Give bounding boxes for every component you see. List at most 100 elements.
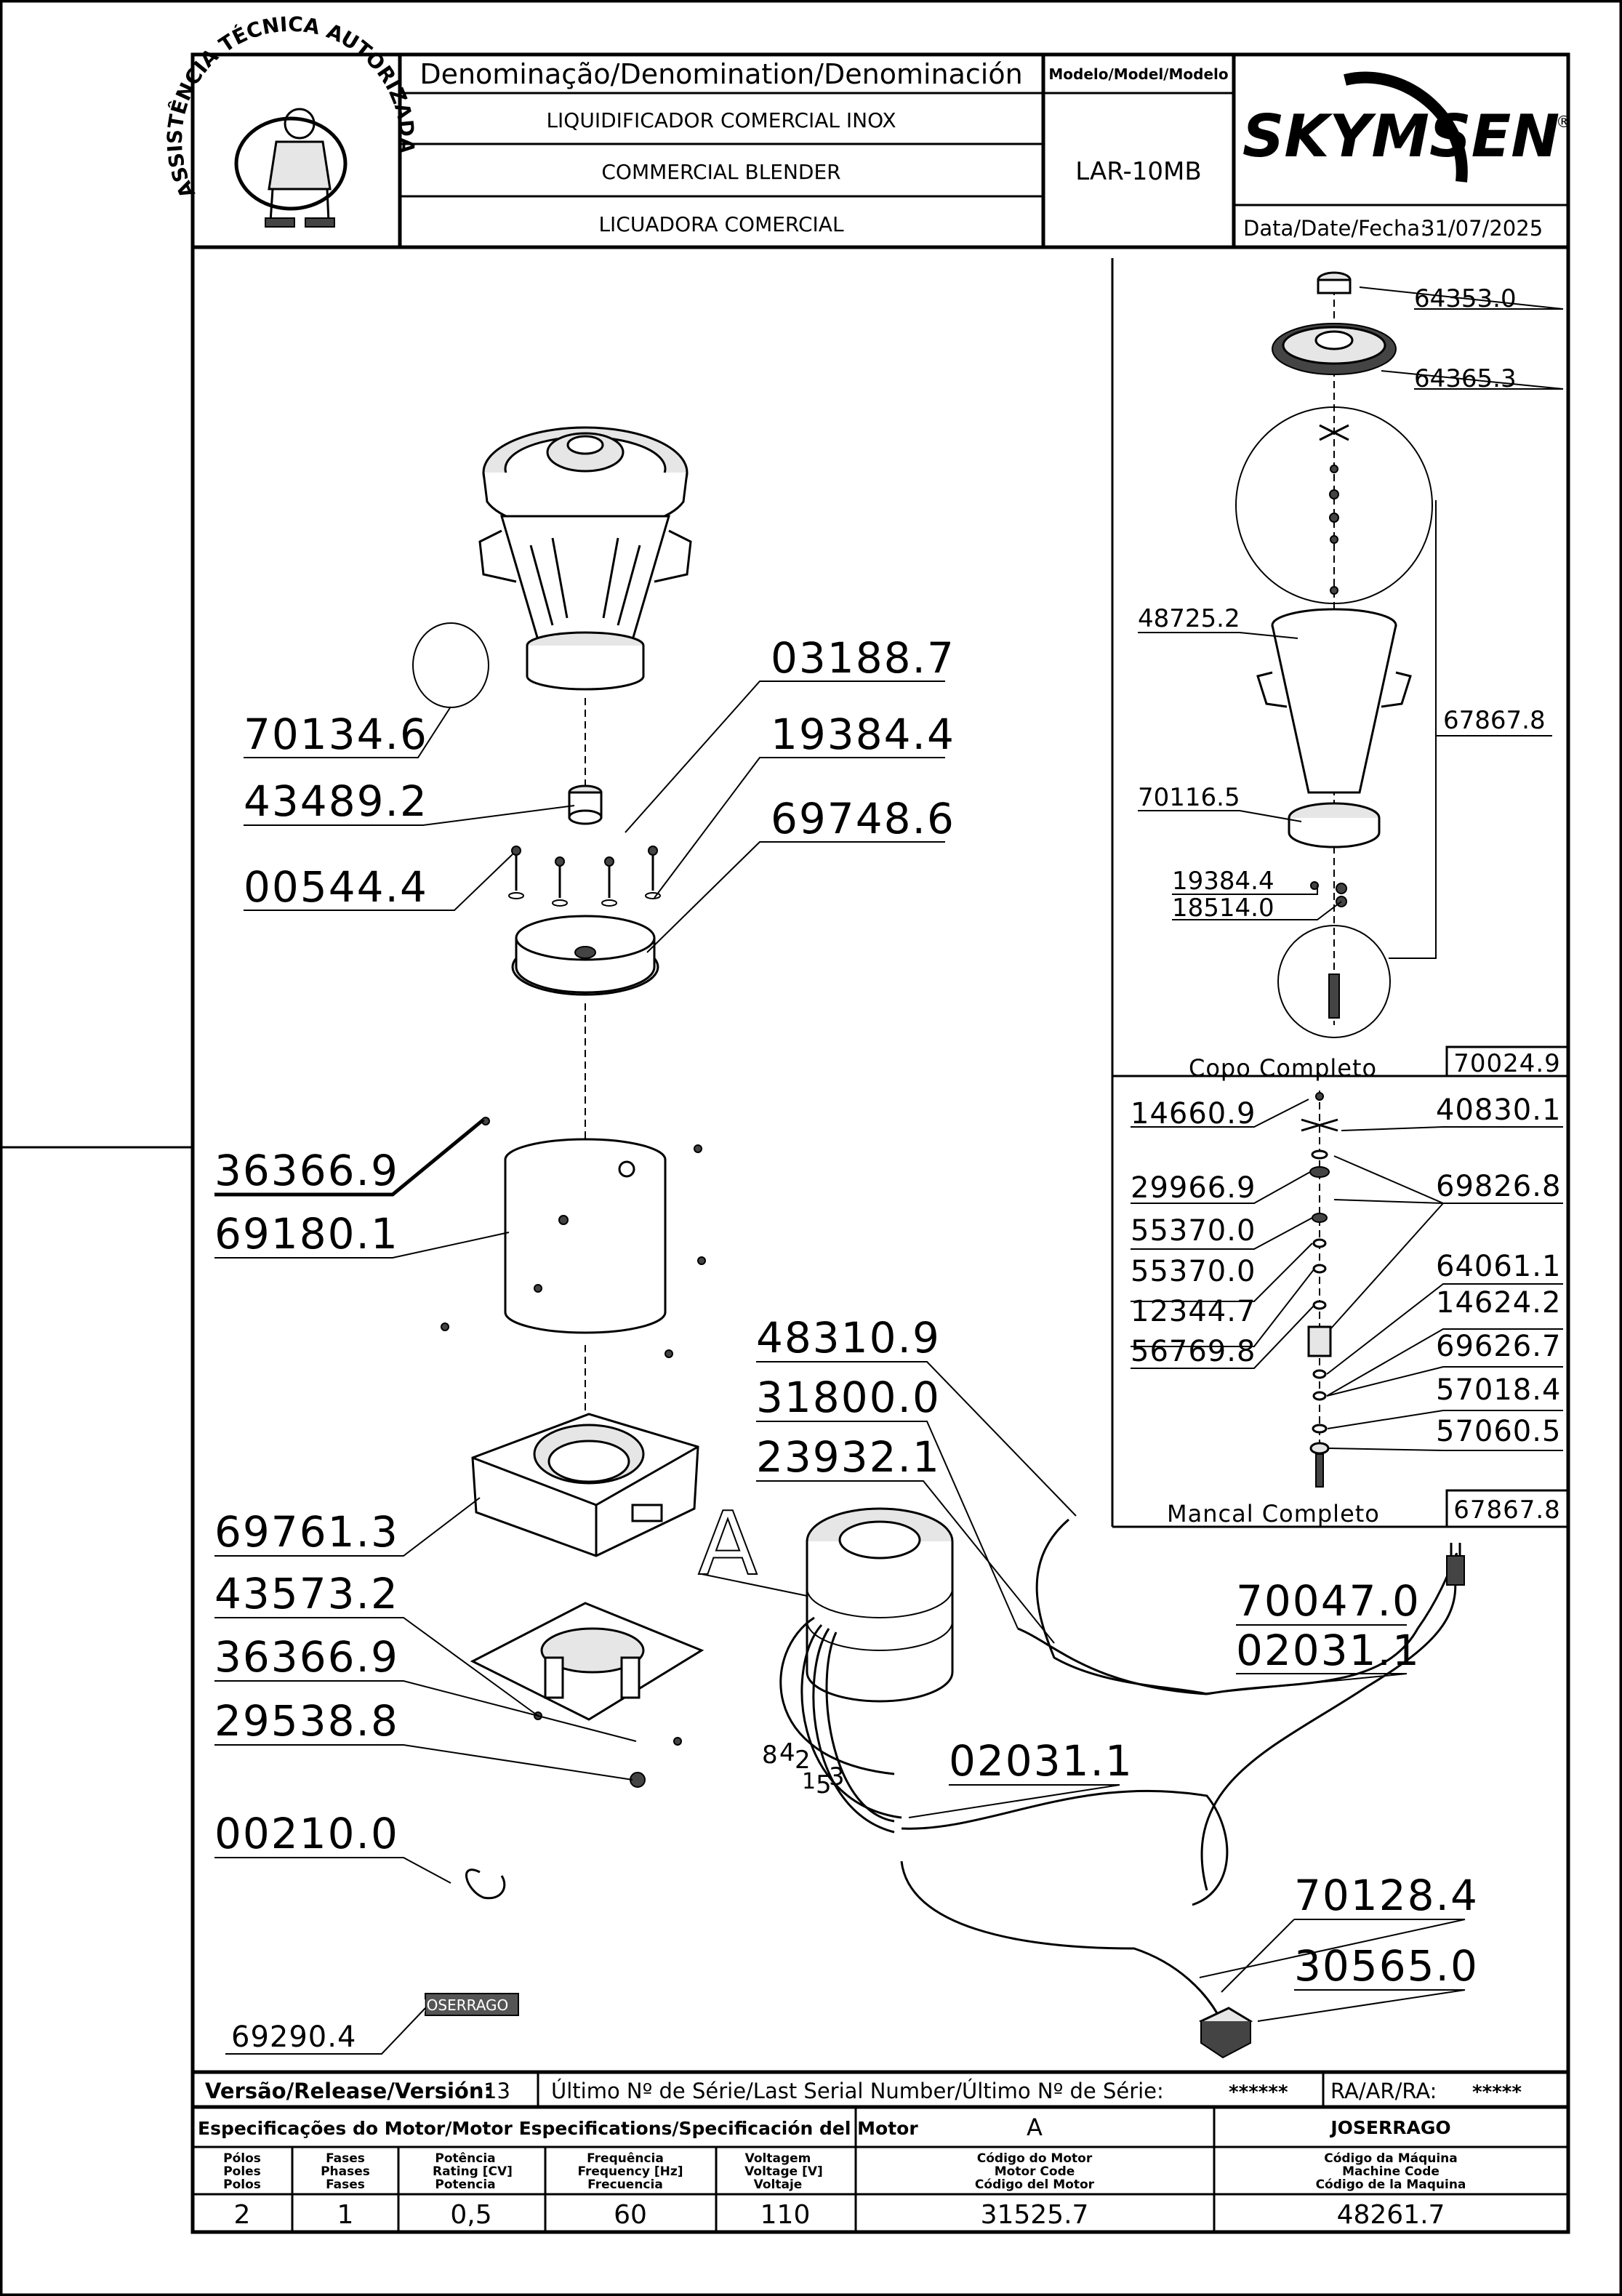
- bearing-complete-title: Mancal Completo: [1167, 1500, 1380, 1528]
- bearing-part-29966-9: 29966.9: [1131, 1171, 1256, 1205]
- col-machine-code-pt: Código da Máquina: [1324, 2151, 1458, 2166]
- registered-mark: ®: [1556, 113, 1572, 132]
- col-phases-pt: Fases: [326, 2151, 365, 2166]
- bearing-part-57060-5: 57060.5: [1436, 1415, 1561, 1448]
- bearing-part-69626-7: 69626.7: [1436, 1330, 1561, 1363]
- brand-name: SKYMSEN: [1242, 103, 1559, 170]
- col-power-es: Potencia: [435, 2177, 495, 2192]
- value-voltage: 110: [760, 2200, 811, 2230]
- bearing-part-64061-1: 64061.1: [1436, 1250, 1561, 1283]
- part-70128-4: 70128.4: [1294, 1871, 1479, 1920]
- model-label: Modelo/Model/Modelo: [1048, 65, 1228, 83]
- cup-part-64365-3: 64365.3: [1414, 364, 1517, 393]
- bearing-part-14660-9: 14660.9: [1131, 1097, 1256, 1131]
- bearing-part-55370-0-b: 55370.0: [1131, 1255, 1256, 1288]
- col-voltage-pt: Voltagem: [745, 2151, 811, 2166]
- bearing-part-14624-2: 14624.2: [1436, 1286, 1561, 1320]
- bearing-complete-panel: 14660.9 40830.1 29966.9 69826.8 55370.0 …: [1131, 1091, 1563, 1528]
- col-motor-code-en: Motor Code: [995, 2164, 1075, 2179]
- cup-part-19384-4: 19384.4: [1172, 867, 1274, 896]
- skymsen-logo: SKYMSEN ®: [1242, 71, 1572, 182]
- label-tag-text: JOSERRAGO: [421, 1996, 509, 2014]
- part-00544-4: 00544.4: [244, 862, 428, 912]
- drawing-frame: [190, 52, 1570, 2234]
- name-spanish: LICUADORA COMERCIAL: [598, 212, 843, 236]
- col-phases-en: Phases: [321, 2164, 370, 2179]
- part-69748-6: 69748.6: [771, 794, 955, 843]
- motor-spec-label: Especificações do Motor/Motor Especifica…: [198, 2118, 918, 2139]
- cup-part-70116-5: 70116.5: [1138, 783, 1240, 812]
- wire-number-8: 8: [762, 1741, 778, 1770]
- motor-base-drawing: [471, 1413, 699, 1557]
- part-69290-4: 69290.4: [231, 2020, 356, 2054]
- title-block-header: ASSISTÊNCIA TÉCNICA AUTORIZADA Denominaç…: [163, 12, 1572, 249]
- part-19384-4: 19384.4: [771, 710, 955, 759]
- value-frequency: 60: [614, 2200, 647, 2230]
- part-69180-1: 69180.1: [214, 1209, 399, 1259]
- cup-part-48725-2: 48725.2: [1138, 604, 1240, 633]
- date-value: 31/07/2025: [1421, 216, 1543, 241]
- col-machine-code-en: Machine Code: [1342, 2164, 1440, 2179]
- col-poles-es: Polos: [223, 2177, 261, 2192]
- serial-value: ******: [1229, 2082, 1288, 2103]
- col-motor-code-pt: Código do Motor: [977, 2151, 1093, 2166]
- wire-number-3: 3: [829, 1762, 845, 1791]
- bearing-complete-code: 67867.8: [1453, 1496, 1561, 1525]
- coupling-drawing: [568, 784, 603, 825]
- version-value: 13: [483, 2079, 510, 2103]
- housing-cylinder-drawing: [441, 1117, 706, 1358]
- cup-complete-code: 70024.9: [1453, 1049, 1561, 1078]
- machine-label: JOSERRAGO: [1329, 2117, 1450, 2138]
- part-36366-9-top: 36366.9: [214, 1146, 399, 1195]
- col-voltage-en: Voltage [V]: [744, 2164, 823, 2179]
- cup-part-67867-8: 67867.8: [1443, 706, 1546, 735]
- jar-seat-drawing: [511, 915, 659, 996]
- part-29538-8: 29538.8: [214, 1696, 399, 1746]
- model-value: LAR-10MB: [1075, 157, 1201, 186]
- wire-number-2: 2: [795, 1746, 811, 1775]
- col-machine-code-es: Código de la Maquina: [1316, 2177, 1466, 2192]
- screws-drawing: [508, 846, 661, 907]
- label-tag: JOSERRAGO: [421, 1993, 519, 2016]
- bearing-part-57018-4: 57018.4: [1436, 1373, 1561, 1407]
- jar-body-drawing: [412, 515, 692, 708]
- authorized-service-stamp: ASSISTÊNCIA TÉCNICA AUTORIZADA: [163, 12, 419, 228]
- col-poles-en: Poles: [223, 2164, 261, 2179]
- part-43573-2: 43573.2: [214, 1569, 399, 1618]
- part-69761-3: 69761.3: [214, 1507, 399, 1557]
- version-label: Versão/Release/Versión:: [205, 2079, 492, 2103]
- bottom-plate-drawing: [470, 1602, 704, 1788]
- part-02031-1-center: 02031.1: [949, 1736, 1133, 1786]
- name-english: COMMERCIAL BLENDER: [601, 160, 840, 184]
- col-poles-pt: Pólos: [223, 2151, 261, 2166]
- value-motor-code: 31525.7: [981, 2200, 1089, 2230]
- cable-clip-drawing: [465, 1868, 506, 1900]
- part-48310-9: 48310.9: [756, 1313, 941, 1362]
- col-power-en: Rating [CV]: [433, 2164, 513, 2179]
- leader-lines: [214, 681, 1466, 2055]
- main-exploded-view: JOSERRAGO 8 4 2 1: [214, 426, 1479, 2059]
- part-70134-6: 70134.6: [244, 710, 428, 759]
- date-label: Data/Date/Fecha:: [1243, 216, 1427, 241]
- cup-part-18514-0: 18514.0: [1172, 894, 1274, 923]
- part-23932-1: 23932.1: [756, 1432, 941, 1482]
- col-phases-es: Fases: [326, 2177, 365, 2192]
- bearing-part-69826-8: 69826.8: [1436, 1170, 1561, 1203]
- part-31800-0: 31800.0: [756, 1373, 941, 1422]
- value-poles: 2: [234, 2200, 251, 2230]
- denomination-label: Denominação/Denomination/Denominación: [419, 58, 1022, 90]
- cup-complete-panel: 64353.0 64365.3 48725.2 67867.8 70116.5 …: [1111, 258, 1570, 1528]
- col-motor-code-es: Código del Motor: [975, 2177, 1095, 2192]
- value-phases: 1: [337, 2200, 354, 2230]
- cup-complete-title: Copo Completo: [1189, 1054, 1377, 1082]
- footer-title-block: Versão/Release/Versión: 13 Último Nº de …: [193, 2070, 1568, 2232]
- part-43489-2: 43489.2: [244, 776, 428, 826]
- ra-label: RA/AR/RA:: [1330, 2079, 1437, 2103]
- bearing-part-56769-8: 56769.8: [1131, 1335, 1256, 1368]
- serial-label: Último Nº de Série/Last Serial Number/Úl…: [551, 2079, 1164, 2103]
- ra-value: *****: [1472, 2082, 1522, 2103]
- bearing-part-55370-0-a: 55370.0: [1131, 1214, 1256, 1248]
- part-36366-9-bottom: 36366.9: [214, 1632, 399, 1682]
- col-freq-pt: Frequência: [587, 2151, 664, 2166]
- col-freq-es: Frecuencia: [587, 2177, 663, 2192]
